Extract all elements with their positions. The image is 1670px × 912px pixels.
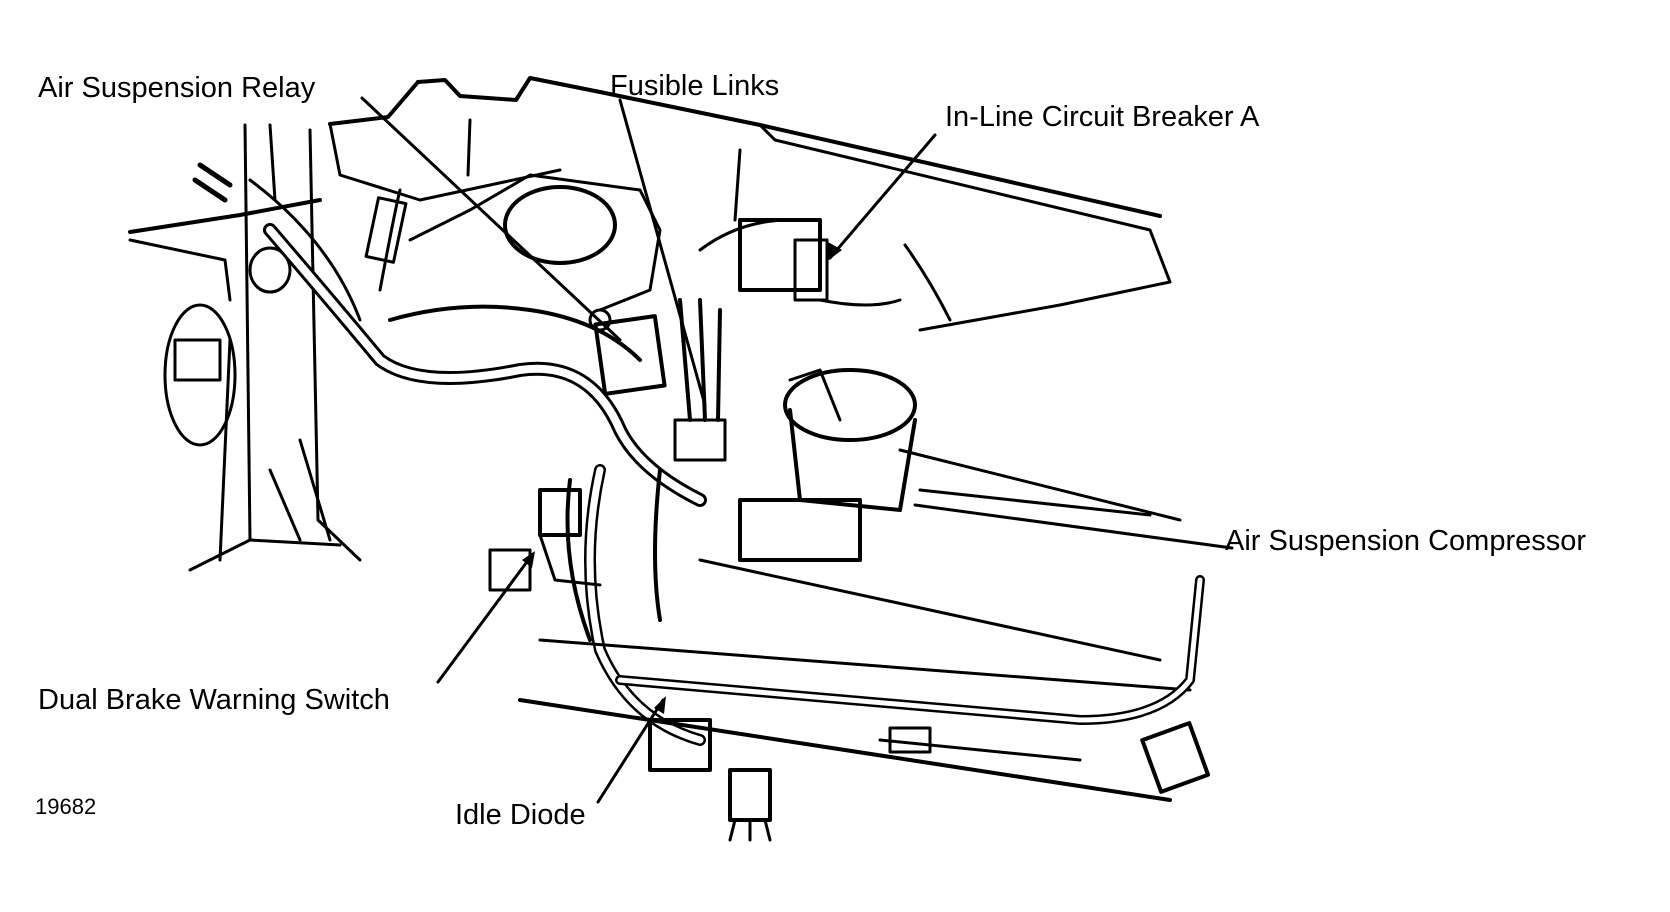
leader-compressor — [913, 503, 1234, 550]
lower-harness — [518, 575, 1211, 842]
leader-relay — [360, 96, 622, 342]
label-idle-diode: Idle Diode — [455, 799, 586, 831]
leader-brake-switch — [436, 553, 534, 684]
leader-circuit-breaker — [828, 133, 937, 260]
arrowhead-idle-diode — [654, 696, 666, 714]
label-air-suspension-compressor: Air Suspension Compressor — [1225, 525, 1587, 557]
brake-switch-part — [488, 488, 602, 592]
leader-lines — [360, 96, 1234, 804]
air-suspension-relay-part — [588, 308, 667, 396]
label-fusible-links: Fusible Links — [610, 70, 780, 102]
label-in-line-circuit-breaker: In-Line Circuit Breaker A — [945, 101, 1260, 133]
circuit-breaker-part — [698, 218, 952, 322]
arrowhead-brake-switch — [522, 551, 535, 568]
label-dual-brake-warning-switch: Dual Brake Warning Switch — [38, 684, 390, 716]
firewall-outline — [328, 76, 1172, 332]
figure-number: 19682 — [35, 794, 97, 819]
leader-idle-diode — [596, 698, 665, 804]
compressor-part — [698, 368, 1182, 662]
label-air-suspension-relay: Air Suspension Relay — [38, 72, 316, 104]
wiring-harness — [248, 178, 707, 746]
arrowhead-circuit-breaker — [826, 242, 842, 262]
leader-fusible-links — [618, 98, 707, 407]
strut-tower — [128, 123, 362, 572]
